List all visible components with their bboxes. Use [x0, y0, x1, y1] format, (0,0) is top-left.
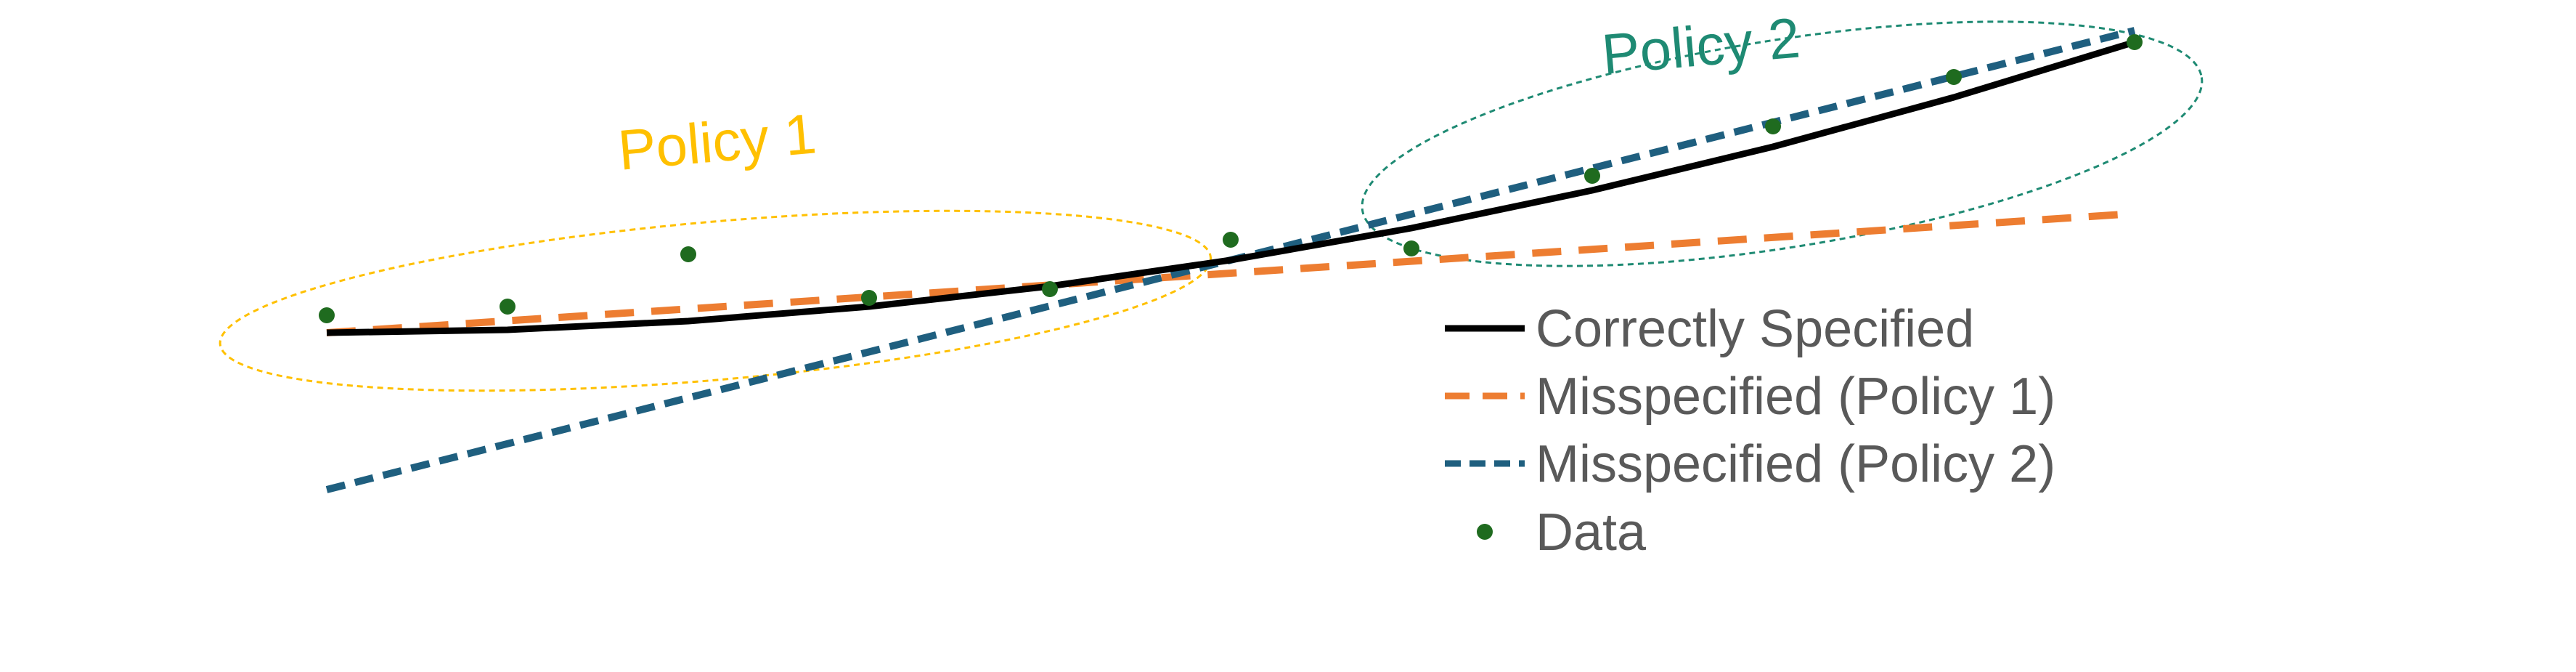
data-point	[1584, 168, 1600, 184]
legend-item-data: Data	[1477, 503, 1647, 562]
data-point	[1946, 69, 1962, 85]
legend-item-misspecified-policy-1: Misspecified (Policy 1)	[1445, 368, 2055, 426]
annotation-layer: Policy 1 Policy 2	[219, 5, 2204, 392]
series-layer	[319, 27, 2143, 493]
data-point	[1403, 240, 1419, 256]
legend-item-correctly-specified: Correctly Specified	[1445, 300, 1974, 358]
series-line-correctly-specified	[326, 39, 2136, 336]
data-point	[1042, 281, 1058, 297]
data-point	[1765, 118, 1781, 134]
data-point	[1223, 232, 1239, 248]
legend-marker-data	[1477, 524, 1493, 540]
data-point	[500, 299, 515, 315]
legend-label-misspecified-policy-2: Misspecified (Policy 2)	[1536, 435, 2055, 493]
legend-label-correctly-specified: Correctly Specified	[1536, 300, 1974, 358]
legend-label-data: Data	[1536, 503, 1647, 562]
policy-1-label: Policy 1	[616, 101, 819, 182]
policy-2-region-ellipse	[1361, 20, 2204, 267]
data-point	[319, 307, 335, 323]
policy-2-label: Policy 2	[1599, 5, 1803, 86]
data-point	[861, 290, 877, 306]
policy-1-region-ellipse	[219, 209, 1212, 392]
data-point	[680, 246, 696, 262]
data-point	[2127, 34, 2143, 50]
legend-item-misspecified-policy-2: Misspecified (Policy 2)	[1445, 435, 2055, 493]
series-line-misspecified-policy-1	[326, 210, 2135, 336]
legend-label-misspecified-policy-1: Misspecified (Policy 1)	[1536, 368, 2055, 426]
